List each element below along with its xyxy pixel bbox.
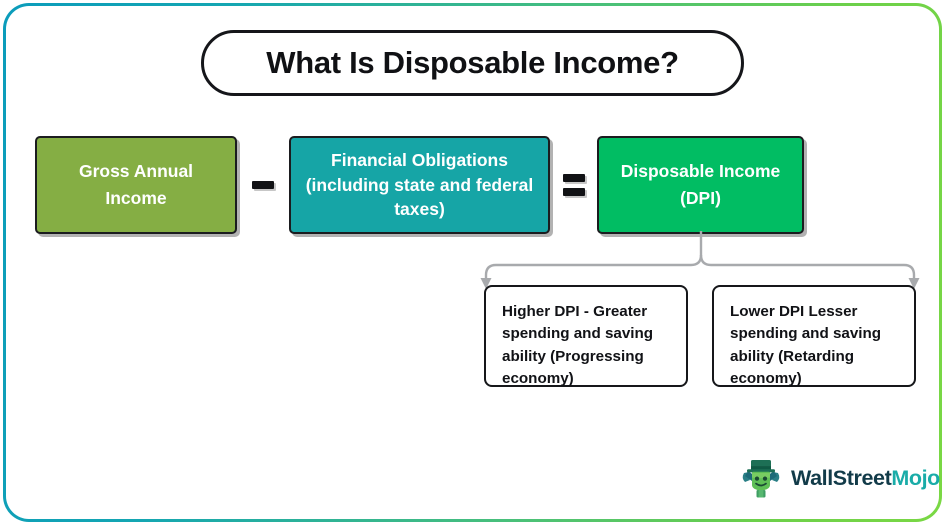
page-title: What Is Disposable Income? — [266, 45, 679, 80]
branch-connector — [480, 231, 920, 289]
connector-right-arm — [699, 254, 916, 279]
lower-dpi-label: Lower DPI Lesser spending and saving abi… — [730, 303, 882, 388]
minus-sign — [250, 170, 276, 200]
financial-obligations-label: Financial Obligations (including state a… — [305, 149, 534, 220]
equals-sign — [561, 164, 587, 206]
lower-dpi-box: Lower DPI Lesser spending and saving abi… — [712, 285, 916, 387]
equals-bar-bottom — [563, 188, 585, 196]
disposable-income-box: Disposable Income (DPI) — [597, 136, 804, 234]
wallstreetmojo-logo: WallStreetMojo — [738, 453, 940, 503]
wallstreetmojo-wordmark: WallStreetMojo — [791, 466, 940, 491]
connector-left-arrowhead — [480, 278, 492, 289]
page-title-pill: What Is Disposable Income? — [201, 30, 744, 96]
disposable-income-label: Disposable Income (DPI) — [620, 160, 781, 208]
brand-secondary: Mojo — [891, 465, 940, 490]
brand-primary: WallStreet — [791, 465, 892, 490]
wallstreetmojo-mascot-icon — [742, 460, 780, 498]
financial-obligations-box: Financial Obligations (including state a… — [289, 136, 550, 234]
higher-dpi-box: Higher DPI - Greater spending and saving… — [484, 285, 688, 387]
higher-dpi-label: Higher DPI - Greater spending and saving… — [502, 303, 654, 388]
connector-left-arm — [484, 254, 703, 279]
gross-annual-income-box: Gross Annual Income — [35, 136, 237, 234]
connector-right-arrowhead — [908, 278, 920, 289]
minus-bar — [252, 181, 274, 189]
gross-annual-income-label: Gross Annual Income — [78, 160, 194, 208]
equals-bar-top — [563, 174, 585, 182]
